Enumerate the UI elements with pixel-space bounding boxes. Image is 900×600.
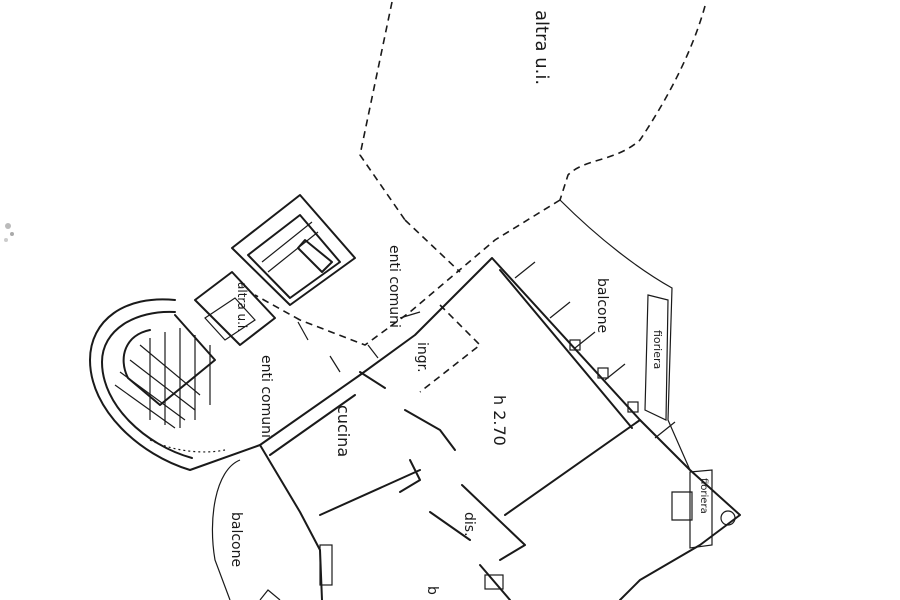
apartment-inner-wall-line (269, 269, 633, 456)
column-mark (720, 510, 736, 526)
fioriera-bottom-outline (671, 469, 713, 549)
balcone-left-outline (211, 459, 281, 600)
label-cucina: cucina (334, 405, 353, 457)
label-balcone-left: balcone (228, 512, 244, 567)
scan-smudge (4, 223, 14, 242)
balcone-right-outline (559, 199, 691, 471)
door-details (297, 311, 504, 590)
interior-walls (319, 371, 641, 600)
label-height: h 2.70 (490, 395, 509, 446)
label-ingr: ingr. (414, 342, 430, 373)
elevator-shaft (231, 194, 356, 306)
label-b-fragment: b (424, 586, 440, 595)
ingr-dashed-outline (419, 304, 482, 393)
altra-ui-small-outline (194, 271, 276, 346)
label-dis: dis. (461, 512, 477, 537)
label-balcone-right: balcone (594, 278, 610, 333)
altra-ui-small-hatch (204, 297, 256, 341)
altra-ui-boundary (359, 1, 706, 221)
label-enti-comuni-1: enti comuni (386, 245, 402, 328)
label-fioriera-bottom: fioriera (698, 478, 709, 514)
label-altra-ui-top: altra u.i. (531, 10, 552, 85)
fioriera-right-outline (644, 294, 669, 421)
wall-openings (514, 261, 676, 439)
label-fioriera-right: fioriera (651, 330, 664, 369)
common-area-boundary (254, 199, 561, 346)
label-altra-ui-small: altra u.i. (235, 282, 249, 332)
spiral-staircase (89, 298, 261, 471)
label-enti-comuni-2: enti comuni (258, 355, 274, 438)
